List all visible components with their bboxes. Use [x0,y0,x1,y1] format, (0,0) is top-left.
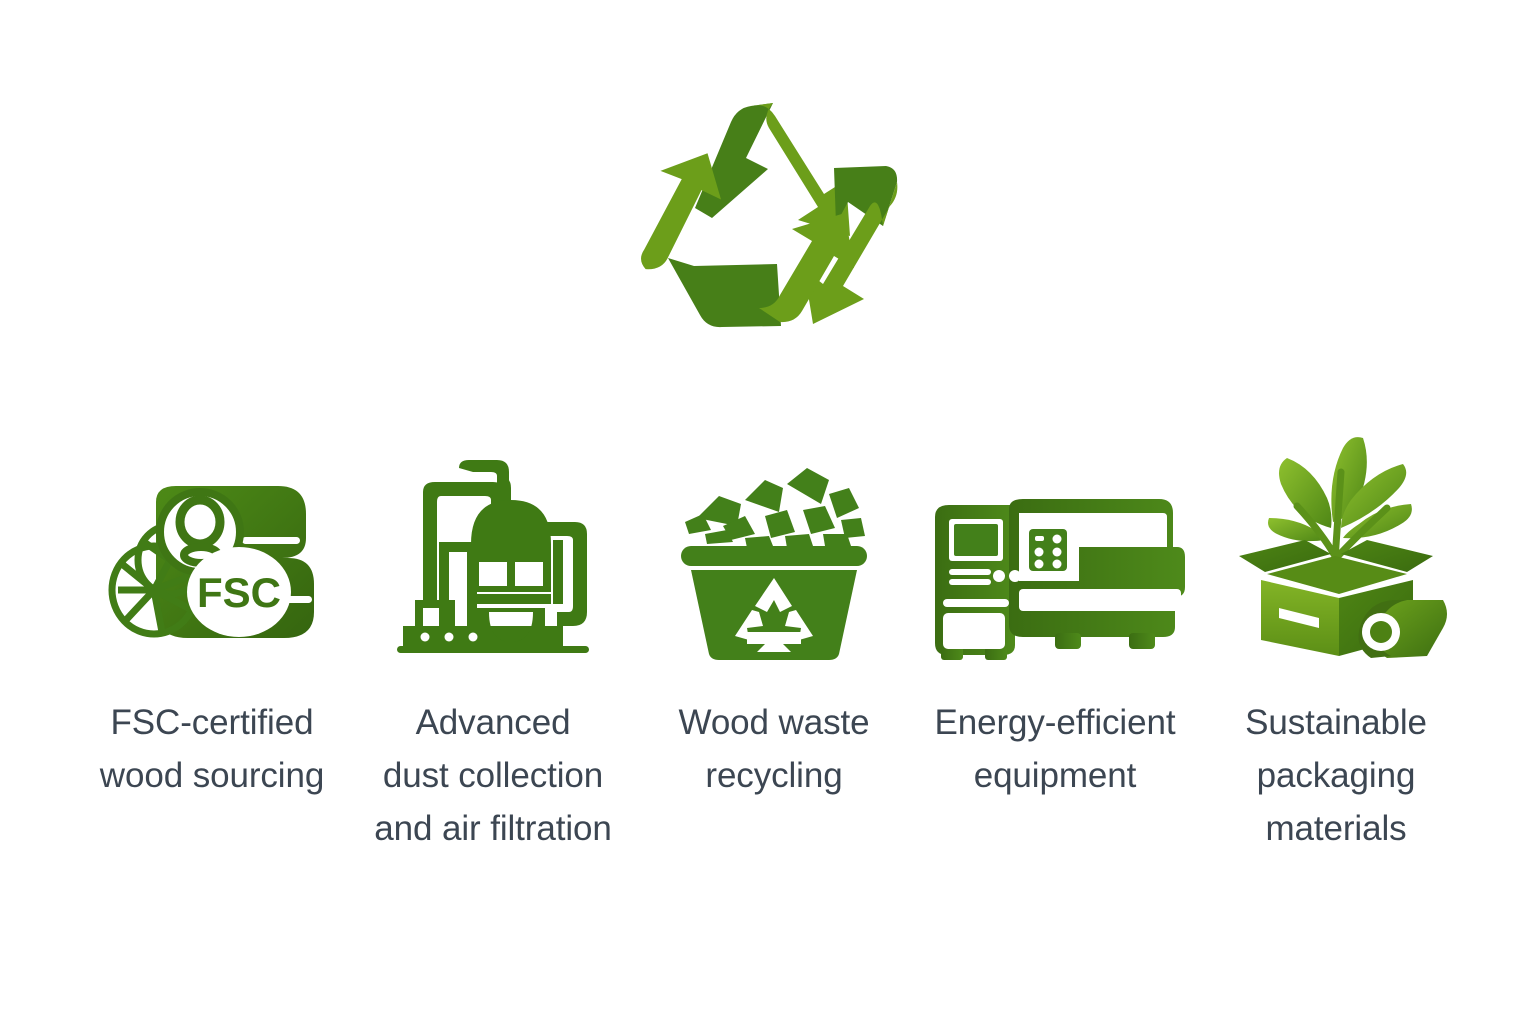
fsc-badge-text: FSC [197,569,281,616]
plant-in-box-icon [1221,432,1451,660]
recycling-bin-icon [679,432,869,660]
pillar-dust-collection: Advanced dust collection and air filtrat… [359,432,627,856]
pillar-caption: Sustainable packaging materials [1245,703,1427,849]
pillar-caption: Energy-efficient equipment [934,703,1176,796]
pillar-caption: Advanced dust collection and air filtrat… [374,703,612,849]
pillar-caption: Wood waste recycling [678,703,870,796]
pillar-sustainable-packaging: Sustainable packaging materials [1202,432,1470,856]
hero-recycling-symbol [0,96,1536,341]
pillar-wood-waste-recycling: Wood waste recycling [640,432,908,802]
pillar-fsc-wood-sourcing: FSC FSC-certified wood sourcing [78,432,346,802]
fsc-logs-icon: FSC [92,432,332,660]
dust-collector-icon [393,432,593,660]
pillar-energy-efficient-equipment: Energy-efficient equipment [921,432,1189,802]
pillar-row: FSC FSC-certified wood sourcing [78,432,1470,856]
cnc-machine-icon [923,432,1188,660]
pillar-caption: FSC-certified wood sourcing [99,703,325,796]
recycling-symbol-icon [641,103,898,328]
